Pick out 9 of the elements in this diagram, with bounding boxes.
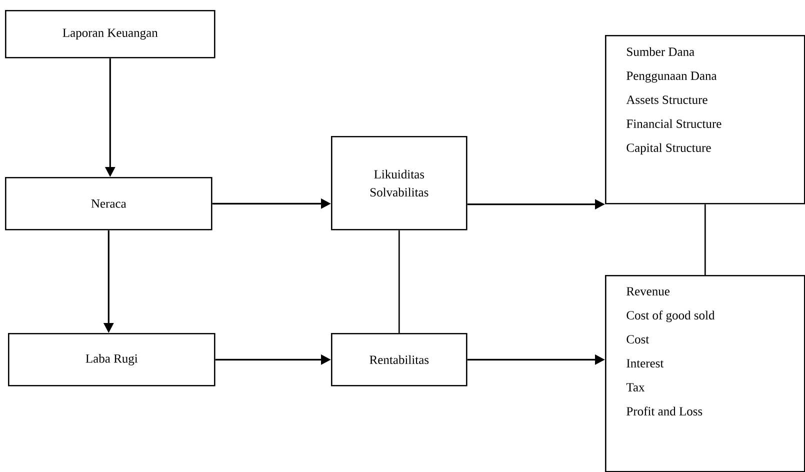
connector-line: [398, 230, 400, 333]
text-box: Neraca: [5, 177, 212, 230]
connector-line: [704, 204, 706, 275]
text-box: Laporan Keuangan: [5, 10, 216, 58]
text-box: Likuiditas Solvabilitas: [331, 136, 468, 230]
list-box: Sumber Dana Penggunaan Dana Assets Structure Financial Structure Capital Structure: [605, 35, 805, 204]
text-box: Rentabilitas: [331, 333, 468, 386]
text-box: Laba Rugi: [8, 333, 216, 386]
list-box: Revenue Cost of good sold Cost Interest Tax Profit and Loss: [605, 275, 805, 472]
